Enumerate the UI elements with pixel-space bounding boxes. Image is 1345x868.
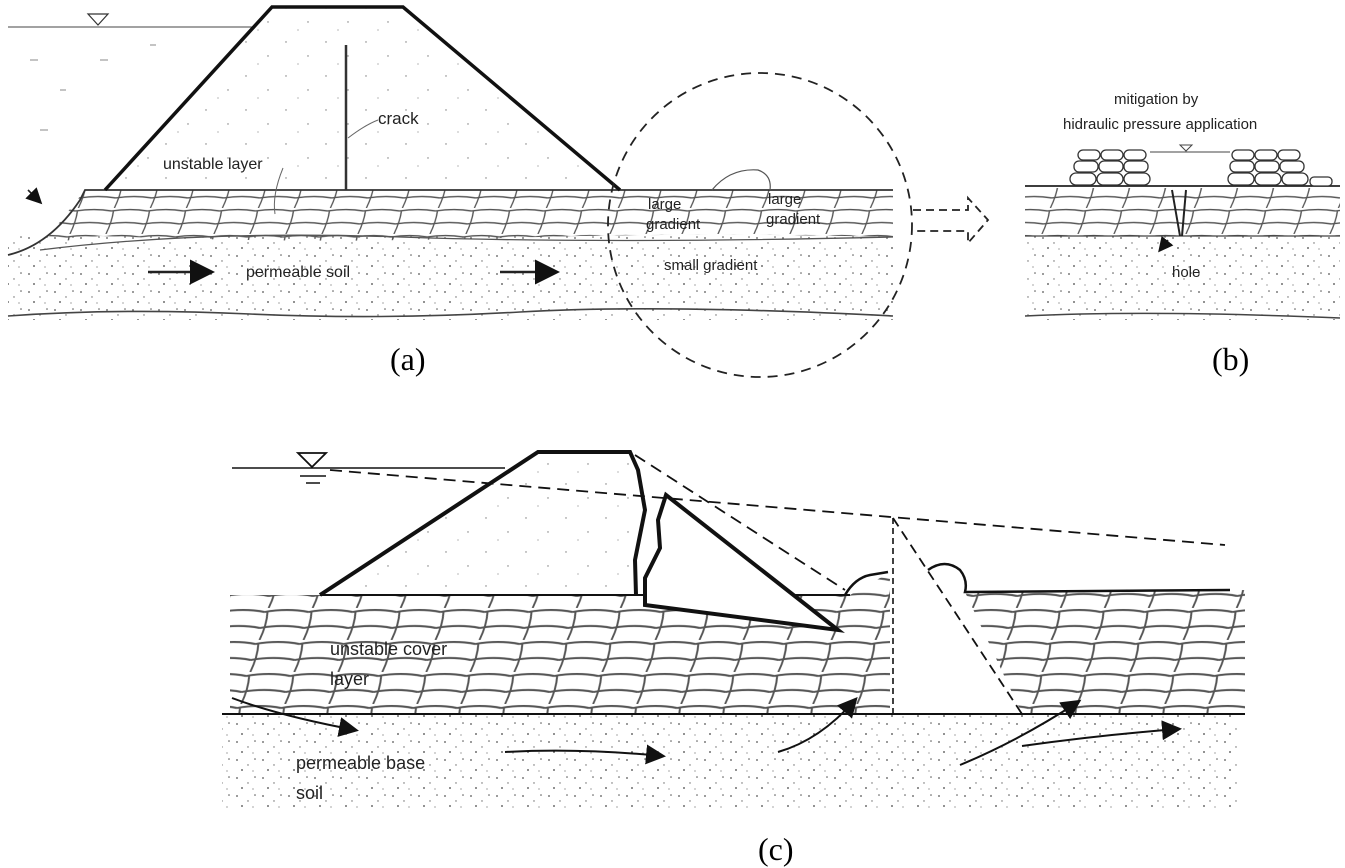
flow-arrow	[504, 744, 666, 765]
panel-c: unstable cover layer permeable base soil…	[222, 450, 1245, 867]
label-hole: hole	[1172, 264, 1200, 281]
label-permeable-base-line2: soil	[296, 783, 323, 803]
sliding-wedge	[643, 491, 845, 633]
label-unstable-cover-line2: layer	[330, 669, 369, 689]
caption-c: (c)	[758, 831, 794, 867]
permeable-soil-b	[1025, 235, 1340, 320]
dashed-arrow	[913, 195, 990, 246]
panel-b: mitigation by hidraulic pressure applica…	[1024, 91, 1341, 377]
label-large-gradient-1-line2: gradient	[646, 216, 701, 233]
cover-layer-right-c	[965, 590, 1245, 714]
label-large-gradient-2-line2: gradient	[766, 211, 821, 228]
flow-arrow	[231, 697, 359, 737]
flow-arrow	[959, 699, 1082, 766]
label-large-gradient-1-line1: large	[648, 196, 681, 213]
permeable-base-soil-c	[222, 714, 1240, 810]
label-crack: crack	[378, 109, 419, 128]
flow-arrow	[777, 696, 858, 753]
water-level-symbol	[86, 13, 110, 26]
dike-a	[105, 7, 620, 190]
hole	[1171, 189, 1187, 237]
sand-boil-a	[711, 169, 771, 191]
panel-a: crack unstable layer permeable soil larg…	[7, 5, 990, 378]
title-b-line2: hidraulic pressure application	[1063, 116, 1257, 133]
caption-b: (b)	[1212, 341, 1249, 377]
label-permeable-base-line1: permeable base	[296, 753, 425, 773]
label-small-gradient: small gradient	[664, 257, 758, 274]
uplift-bump	[927, 562, 1231, 594]
sandbag-ring	[1069, 149, 1333, 187]
label-large-gradient-2-line1: large	[768, 191, 801, 208]
uplift-bump	[843, 570, 889, 596]
cover-layer-a	[40, 190, 893, 248]
water-level-symbol-c	[295, 452, 329, 469]
dike-c	[320, 452, 645, 595]
title-b-line1: mitigation by	[1114, 91, 1199, 108]
label-unstable-cover-line1: unstable cover	[330, 639, 447, 659]
seepage-arrow	[25, 187, 43, 205]
label-unstable-layer: unstable layer	[163, 156, 263, 173]
water-surface-a	[8, 13, 255, 131]
permeable-soil-a	[8, 235, 893, 320]
label-permeable-soil: permeable soil	[246, 264, 350, 281]
detail-circle	[607, 72, 913, 378]
phreatic-line	[329, 469, 1226, 546]
caption-a: (a)	[390, 341, 426, 377]
flow-arrow	[1021, 720, 1182, 747]
